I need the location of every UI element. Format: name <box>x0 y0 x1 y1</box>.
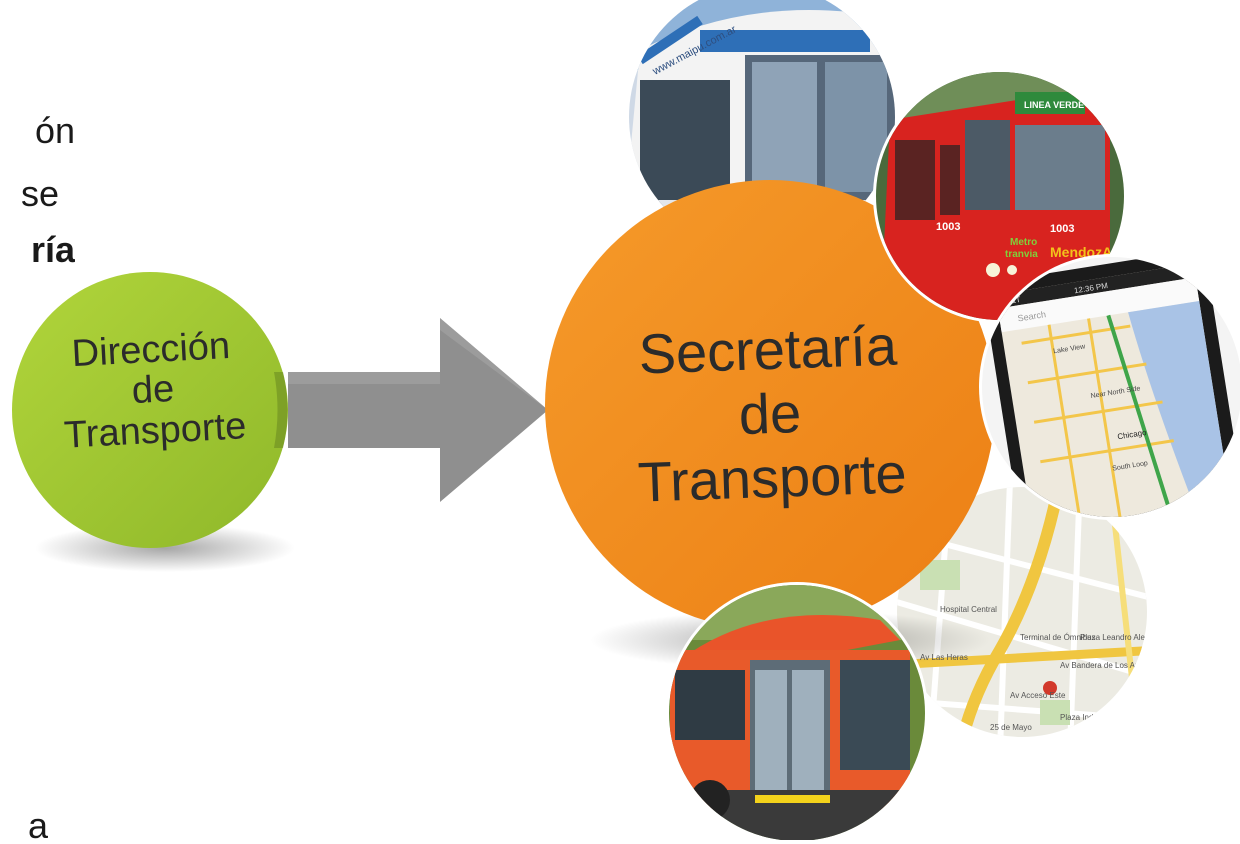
source-node-circle <box>12 272 288 548</box>
left-text-line-4: a <box>28 808 49 844</box>
target-node-label: Secretaría de Transporte <box>557 311 983 517</box>
flow-arrow <box>288 318 548 502</box>
tram-logo-line1: Metro <box>1010 237 1037 248</box>
map-label-3: Av Bandera de Los Andes <box>1060 661 1152 670</box>
map-label-8: Plaza Leandro Alem <box>1080 633 1152 642</box>
phone-search-placeholder: Search <box>1017 309 1047 323</box>
phone-photo: AT&T 12:36 PM Search Lake View Near Nort… <box>979 254 1240 520</box>
tram-number-right: 1003 <box>1050 223 1074 235</box>
left-text-line-3: ría <box>30 232 75 268</box>
tram-sign: LINEA VERDE <box>1024 100 1084 110</box>
tram-logo-line2: tranvia <box>1005 249 1038 260</box>
source-node-label: Dirección de Transporte <box>15 323 291 458</box>
map-label-2: Terminal de Ómnibus <box>1020 633 1096 642</box>
orange-bus-photo <box>666 582 928 840</box>
map-label-6: 25 de Mayo <box>990 723 1032 732</box>
left-text-line-2: se <box>20 176 59 212</box>
map-label-1: Hospital Central <box>940 605 997 614</box>
left-text-line-1: ón <box>34 113 75 149</box>
map-label-4: Av Acceso Este <box>1010 691 1066 700</box>
tram-number-left: 1003 <box>936 221 960 233</box>
map-photo: Hospital Central Terminal de Ómnibus Av … <box>894 484 1152 740</box>
source-node <box>12 272 295 572</box>
target-node-circle <box>545 180 995 630</box>
